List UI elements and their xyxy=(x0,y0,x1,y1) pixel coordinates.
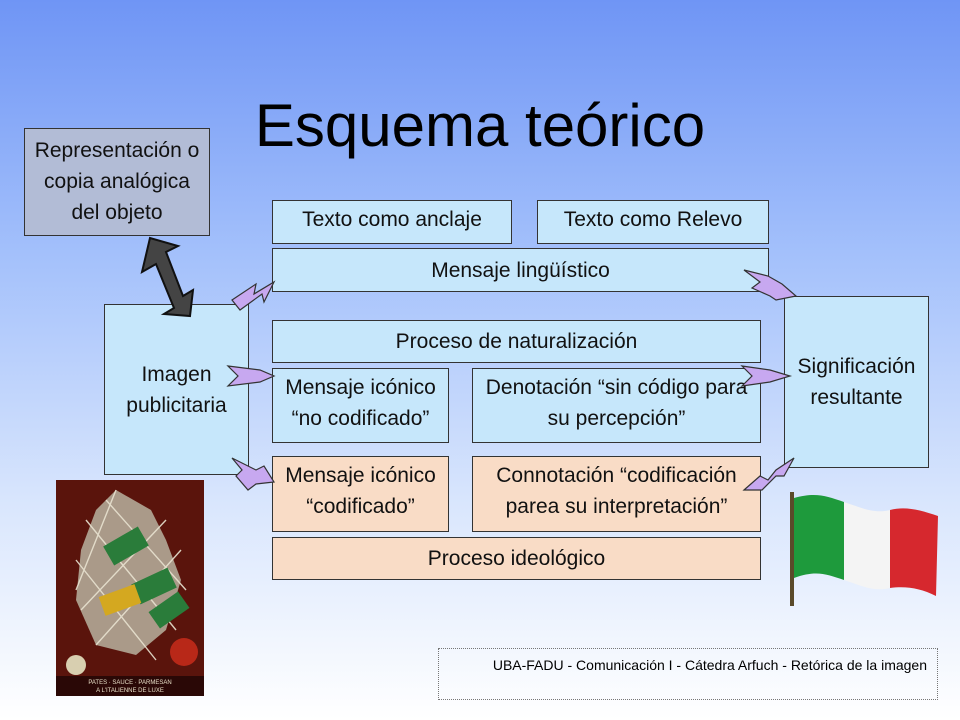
svg-text:PATES · SAUCE · PARMESAN: PATES · SAUCE · PARMESAN xyxy=(88,680,171,686)
texto-anclaje-box: Texto como anclaje xyxy=(272,200,512,244)
chevron-arrow-icon xyxy=(740,365,793,387)
chevron-arrow-icon xyxy=(743,269,798,301)
chevron-arrows xyxy=(226,269,798,491)
svg-text:A L'ITALIENNE DE LUXE: A L'ITALIENNE DE LUXE xyxy=(96,688,164,694)
pasta-photo-icon: PATES · SAUCE · PARMESAN A L'ITALIENNE D… xyxy=(56,480,204,696)
proceso-ideologico-box: Proceso ideológico xyxy=(272,537,761,580)
chevron-arrow-icon xyxy=(226,365,276,387)
proceso-naturalizacion-box: Proceso de naturalización xyxy=(272,320,761,363)
significacion-box: Significación resultante xyxy=(784,296,929,468)
chevron-arrow-icon xyxy=(231,280,276,311)
mensaje-linguistico-box: Mensaje lingüístico xyxy=(272,248,769,292)
double-arrow-icon xyxy=(140,236,195,318)
italian-flag-icon xyxy=(786,488,946,606)
representacion-box: Representación o copia analógica del obj… xyxy=(24,128,210,236)
mensaje-iconico-codificado-box: Mensaje icónico “codificado” xyxy=(272,456,449,532)
footer-credit: UBA-FADU - Comunicación I - Cátedra Arfu… xyxy=(438,648,938,700)
texto-relevo-box: Texto como Relevo xyxy=(537,200,769,244)
chevron-arrow-icon xyxy=(742,457,795,491)
connotacion-box: Connotación “codificación parea su inter… xyxy=(472,456,761,532)
imagen-publicitaria-box: Imagen publicitaria xyxy=(104,304,249,475)
mensaje-iconico-no-codificado-box: Mensaje icónico “no codificado” xyxy=(272,368,449,443)
chevron-arrow-icon xyxy=(231,457,276,491)
slide-title: Esquema teórico xyxy=(254,92,706,159)
denotacion-box: Denotación “sin código para su percepció… xyxy=(472,368,761,443)
